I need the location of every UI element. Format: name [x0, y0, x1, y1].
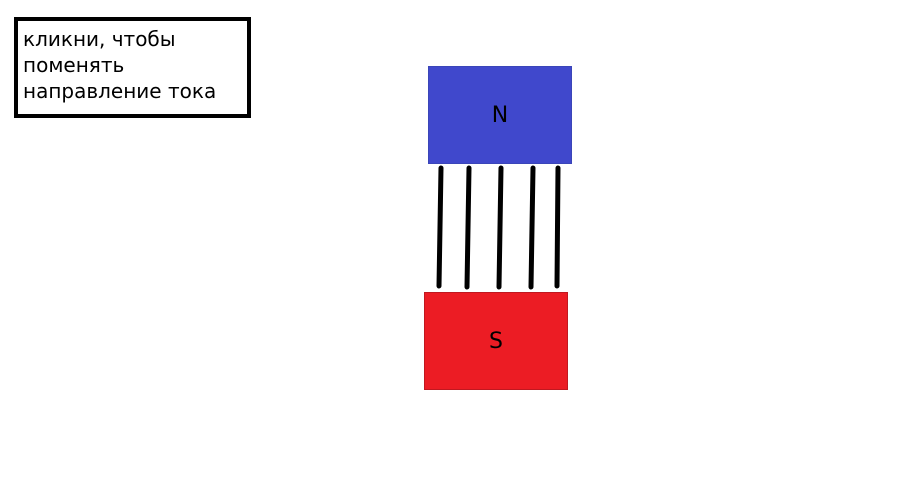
field-line	[528, 165, 536, 290]
field-line	[554, 165, 561, 289]
toggle-current-direction-label: кликни, чтобы поменять направление тока	[23, 27, 217, 103]
north-magnet-pole: N	[428, 66, 572, 164]
toggle-current-direction-button[interactable]: кликни, чтобы поменять направление тока	[14, 17, 251, 118]
field-line	[464, 165, 472, 290]
field-line	[496, 165, 504, 290]
field-line	[436, 165, 444, 289]
north-pole-label: N	[491, 102, 509, 128]
south-pole-label: S	[489, 328, 503, 354]
south-magnet-pole: S	[424, 292, 568, 390]
